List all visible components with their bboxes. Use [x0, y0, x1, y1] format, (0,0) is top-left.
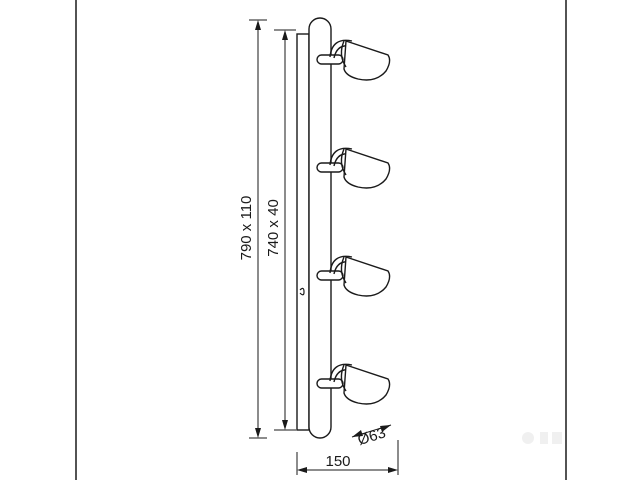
spot-lamp — [316, 363, 391, 405]
spot-lamp — [316, 147, 391, 189]
spot-lamp — [316, 39, 391, 81]
plate-height-dimension — [274, 29, 296, 431]
watermark-logo — [522, 432, 562, 444]
mounting-bar — [308, 17, 332, 439]
spot-lamps — [316, 39, 391, 405]
width-dimension — [296, 440, 399, 475]
diameter-dimension-label: Ø63 — [356, 424, 388, 449]
width-dimension-label: 150 — [325, 453, 350, 470]
spot-lamp — [316, 255, 391, 297]
back-plate — [296, 33, 310, 431]
overall-height-dimension — [249, 19, 267, 439]
plate-dimension-label: 740 x 40 — [265, 199, 282, 257]
diameter-dimension — [351, 424, 392, 438]
plate-mark — [299, 287, 305, 296]
overall-dimension-label: 790 x 110 — [238, 196, 255, 261]
